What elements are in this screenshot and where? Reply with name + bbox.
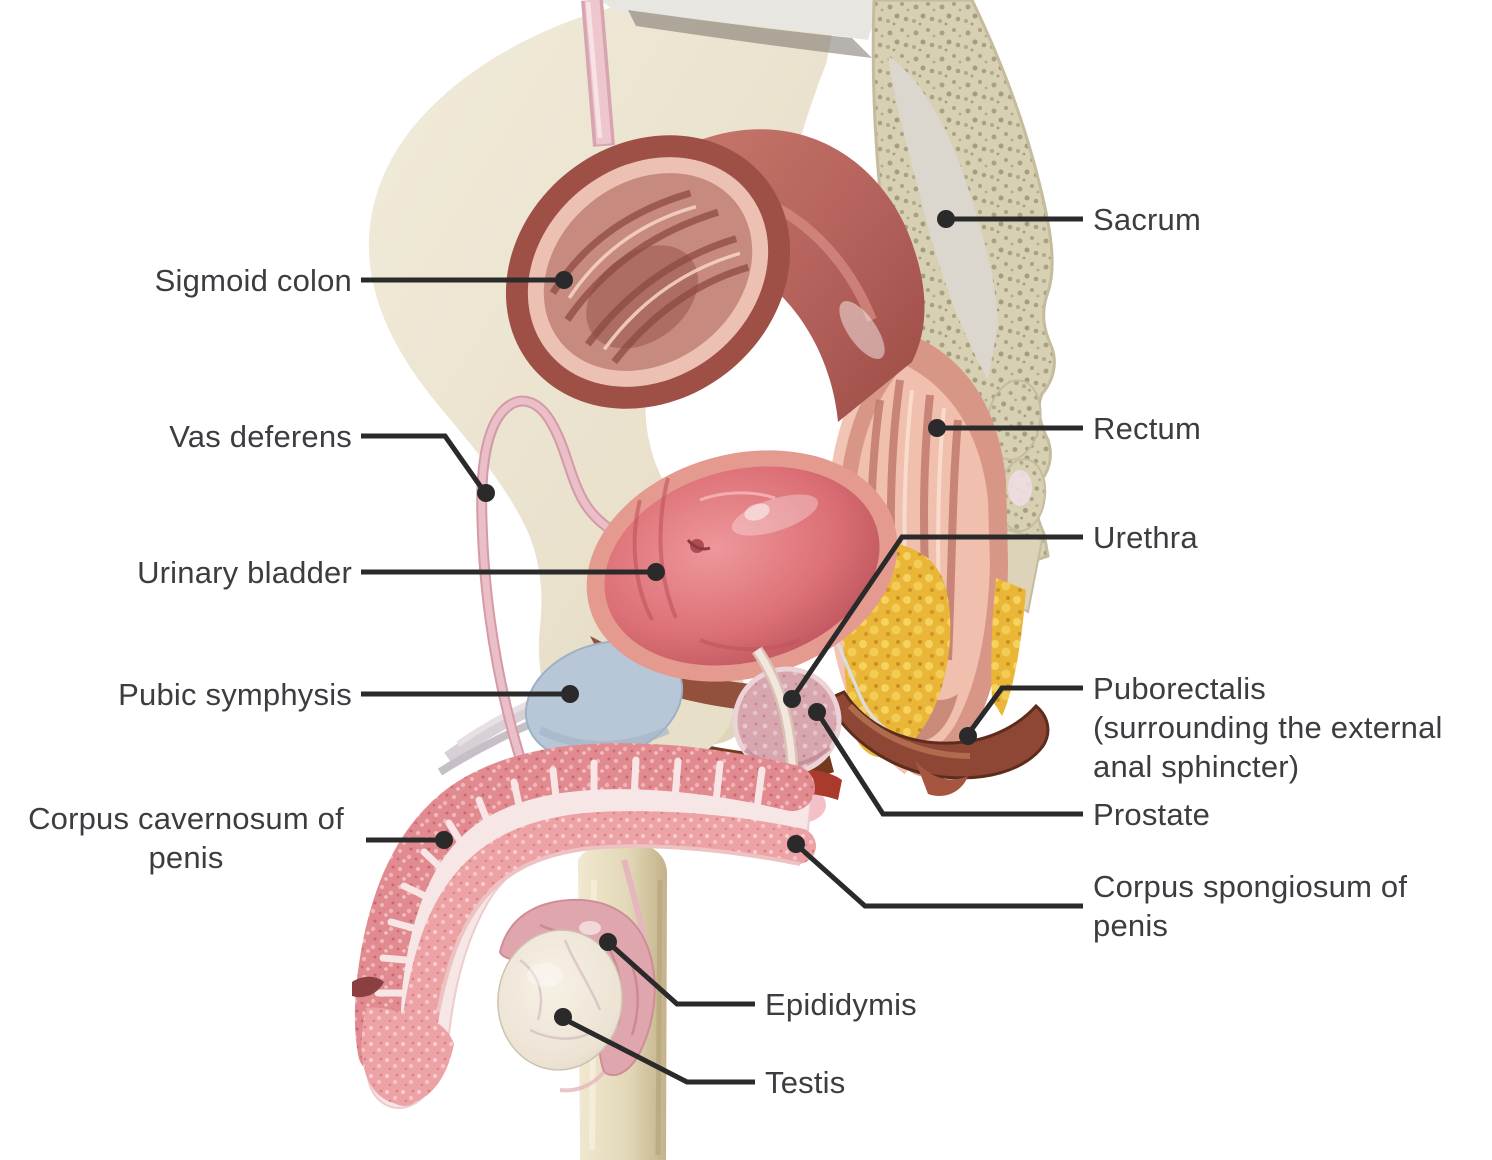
glans-illustration [361,1007,454,1105]
leader-testis [564,1017,755,1085]
label-urethra: Urethra [1093,519,1198,555]
ureter-tube-illustration [581,0,615,147]
dot-pubic-symphysis [561,685,579,703]
dot-epididymis [599,933,617,951]
dot-corpus-spongiosum [787,835,805,853]
urinary-bladder-illustration [586,450,898,682]
label-testis: Testis [765,1064,846,1100]
label-urinary-bladder: Urinary bladder [137,554,352,590]
dot-vas-deferens [477,484,495,502]
dot-sigmoid-colon [555,271,573,289]
leader-urethra [791,534,1083,698]
label-sigmoid-colon: Sigmoid colon [154,262,352,298]
dot-corpus-cavernosum [435,831,453,849]
leader-prostate [816,713,1083,817]
sigmoid-colon-illustration [505,129,925,422]
dot-urethra [783,690,801,708]
label-epididymis: Epididymis [765,986,917,1022]
penis-illustration [352,743,816,1109]
label-rectum: Rectum [1093,410,1202,446]
label-sacrum: Sacrum [1093,201,1202,237]
label-vas-deferens: Vas deferens [169,418,352,454]
dot-sacrum [937,210,955,228]
leader-puborectalis [966,685,1083,735]
dot-urinary-bladder [647,563,665,581]
leader-vas-deferens [361,433,486,492]
leader-epididymis [609,943,755,1007]
dot-testis [554,1008,572,1026]
dot-prostate [808,703,826,721]
leader-corpus-spongiosum [797,845,1083,909]
label-prostate: Prostate [1093,796,1211,832]
dot-puborectalis [959,727,977,745]
label-pubic-symphysis: Pubic symphysis [118,676,352,712]
corpus-cavernosum-illustration [354,743,815,1075]
dot-rectum [928,419,946,437]
coccyx-illustration [986,379,1047,614]
